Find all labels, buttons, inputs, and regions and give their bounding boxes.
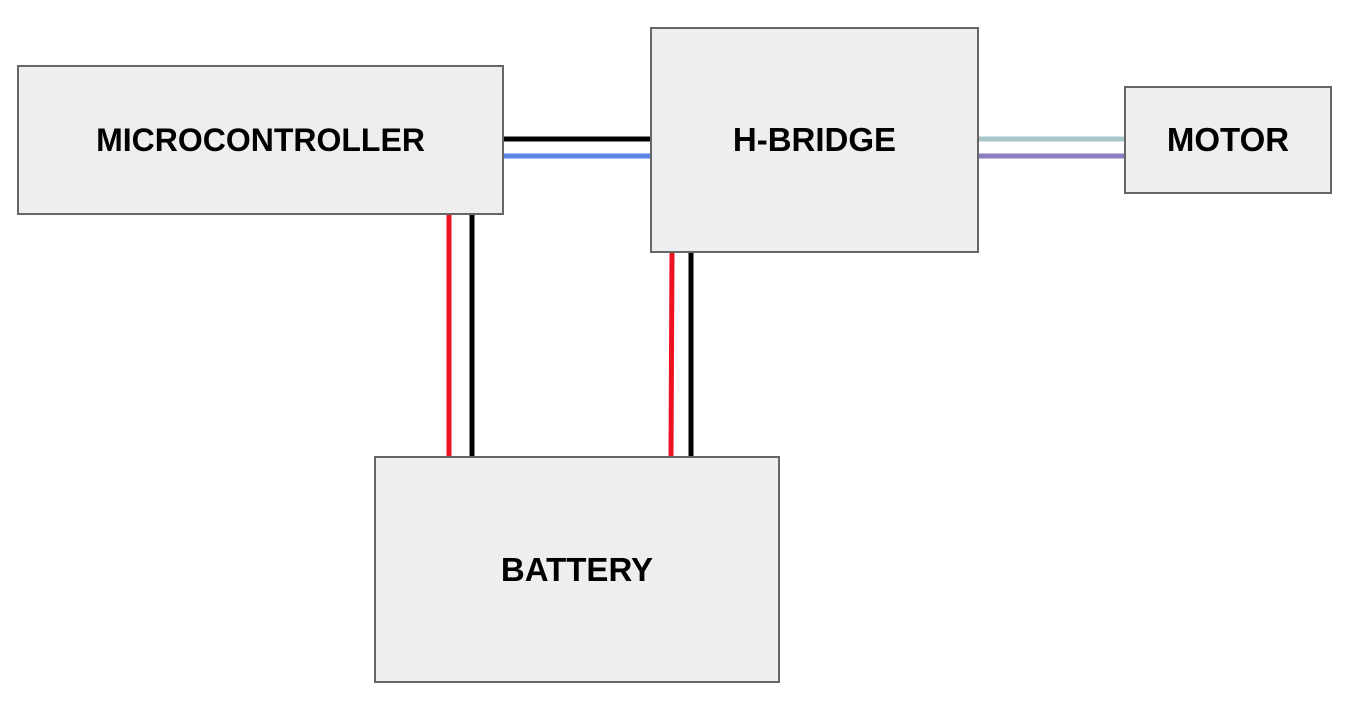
microcontroller-label: MICROCONTROLLER <box>96 121 425 158</box>
wire-hbridge-battery-red <box>668 252 675 457</box>
motor-label: MOTOR <box>1166 121 1290 158</box>
battery-label: BATTERY <box>500 550 654 588</box>
hbridge-block: H-BRIDGE <box>650 27 979 253</box>
microcontroller-block: MICROCONTROLLER <box>17 65 504 215</box>
motor-block: MOTOR <box>1124 86 1332 194</box>
hbridge-label: H-BRIDGE <box>732 121 897 158</box>
battery-block: BATTERY <box>374 456 780 683</box>
